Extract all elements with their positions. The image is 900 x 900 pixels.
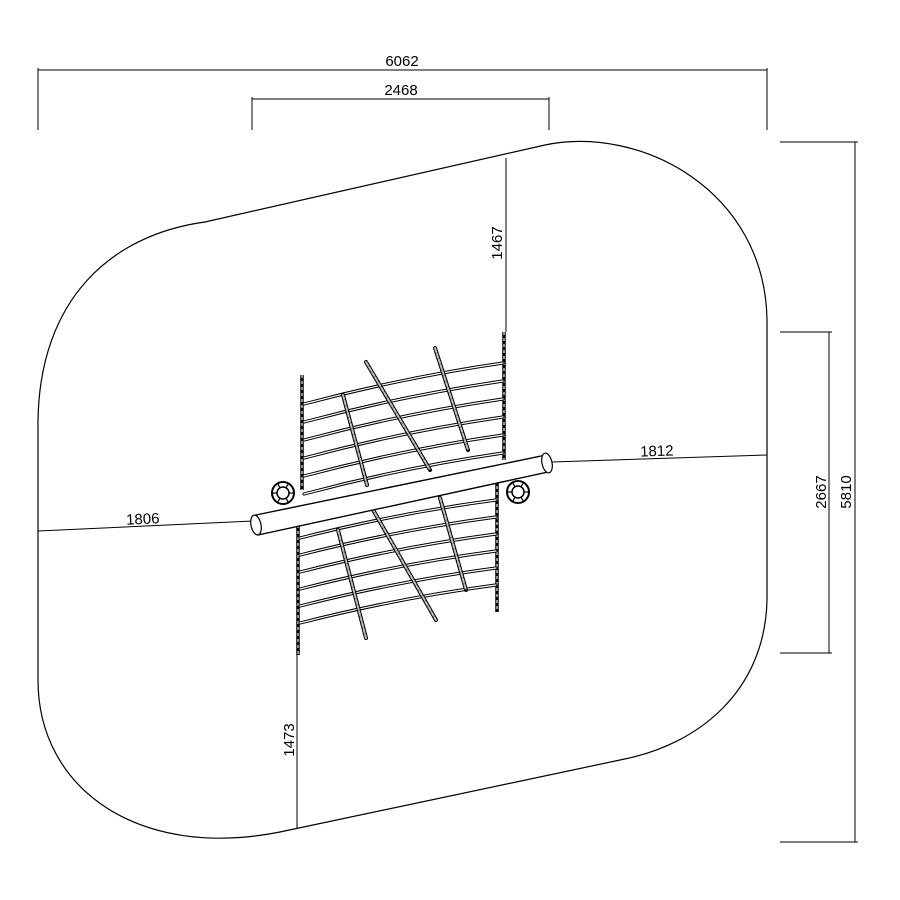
right-handle-wheel-spoke xyxy=(520,496,525,502)
upper-net-rope-inner xyxy=(303,416,504,459)
upper-net-rope-inner xyxy=(303,380,504,423)
left-handle-wheel-spoke xyxy=(285,497,290,503)
left-clearance-label: 1806 xyxy=(126,510,160,528)
beam-end-right xyxy=(541,452,553,474)
right-handle-wheel-spoke xyxy=(520,482,525,488)
upper-net-rope-inner xyxy=(303,362,504,405)
left-handle-wheel-spoke xyxy=(276,497,281,503)
lower-diagonal-center-detail xyxy=(337,529,367,639)
inner-width-label: 2468 xyxy=(384,82,417,99)
right-handle-wheel-spoke xyxy=(511,482,516,488)
beam-end-left xyxy=(250,514,262,536)
upper-diagonal-right-detail xyxy=(434,347,469,451)
equipment-height-label: 2667 xyxy=(813,475,830,508)
upper-net-rope-inner xyxy=(303,434,504,477)
top-clearance-label: 1467 xyxy=(489,226,506,259)
lower-net-rope-inner xyxy=(299,584,497,624)
lower-diagonal-left-detail xyxy=(371,507,437,621)
safety-zone-outline xyxy=(37,140,768,839)
overall-height-dimension: 5810 xyxy=(780,141,858,843)
overall-width-dimension: 6062 xyxy=(37,53,768,130)
climbing-net-equipment xyxy=(250,332,553,655)
right-handle-wheel-spoke xyxy=(511,496,516,502)
bottom-clearance-label: 1473 xyxy=(281,723,298,756)
inner-width-dimension: 2468 xyxy=(251,82,550,130)
lower-net-rope-inner xyxy=(299,516,497,556)
overall-height-label: 5810 xyxy=(838,475,855,508)
bottom-clearance-dimension: 1473 xyxy=(281,650,298,828)
upper-diagonal-left-detail xyxy=(365,361,431,471)
left-clearance-dimension: 1806 xyxy=(37,510,254,532)
lower-net-rope-inner xyxy=(299,567,497,607)
right-clearance-label: 1812 xyxy=(640,442,674,460)
equipment-height-dimension: 2667 xyxy=(780,331,832,654)
left-handle-wheel-spoke xyxy=(276,483,281,489)
upper-net-rope-inner xyxy=(303,452,504,495)
upper-net-rope-inner xyxy=(303,398,504,441)
overall-width-label: 6062 xyxy=(385,53,418,70)
lower-net-rope-inner xyxy=(299,550,497,590)
lower-net-rope-inner xyxy=(299,499,497,539)
left-handle-wheel-spoke xyxy=(285,483,290,489)
right-handle-wheel-hub xyxy=(511,485,525,499)
lower-diagonal-right-detail xyxy=(439,497,467,591)
upper-diagonal-center-detail xyxy=(342,394,368,486)
left-handle-wheel-hub xyxy=(276,486,290,500)
central-beam xyxy=(252,454,551,536)
right-clearance-dimension: 1812 xyxy=(551,442,768,463)
top-clearance-dimension: 1467 xyxy=(489,158,507,332)
